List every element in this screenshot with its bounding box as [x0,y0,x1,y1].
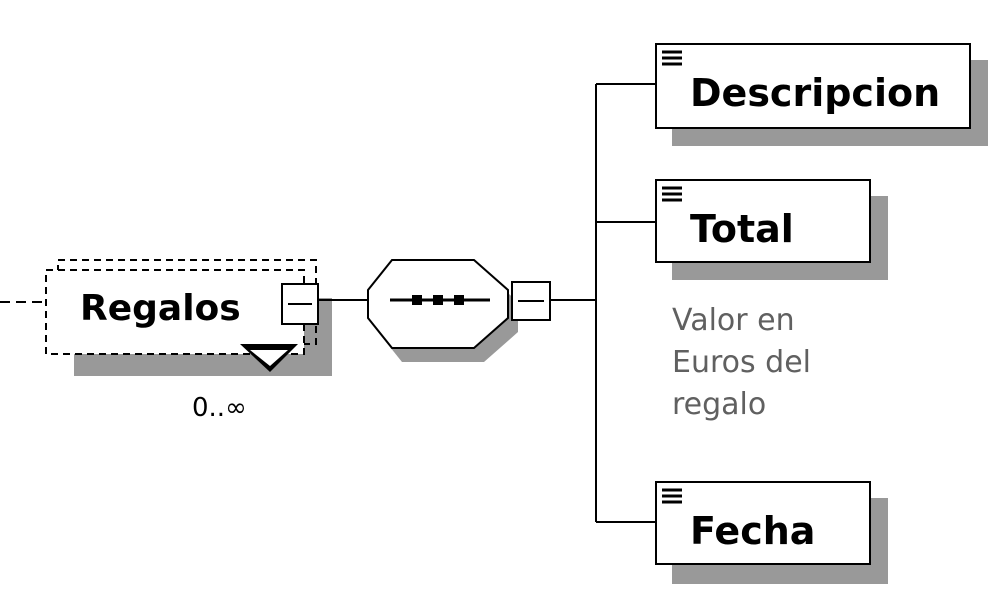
annotation-line: Euros del [672,345,811,380]
element-name: Fecha [690,509,815,553]
element-descripcion[interactable]: Descripcion [655,43,988,146]
tree-connectors [550,83,656,523]
text-content-icon [662,50,682,66]
element-box [655,481,871,565]
annotation-line: regalo [672,387,766,422]
occurrence-label: 0..∞ [192,393,247,423]
sequence-compositor[interactable] [367,259,551,362]
text-content-icon [662,488,682,504]
text-content-icon [662,186,682,202]
element-name: Regalos [80,288,241,329]
collapse-toggle-icon[interactable] [281,283,319,325]
element-fecha[interactable]: Fecha [655,481,888,584]
element-name: Descripcion [690,71,940,115]
annotation-line: Valor en [672,303,795,338]
sequence-icon [390,295,490,305]
element-name: Total [690,207,794,251]
element-total[interactable]: Total [655,179,888,280]
element-box [655,179,871,263]
compositor-collapse-toggle-icon[interactable] [511,281,551,321]
annotation-total: Valor en Euros del regalo [672,303,811,422]
element-box [655,43,971,129]
element-regalos[interactable]: Regalos 0..∞ [45,259,332,423]
element-box [45,269,305,355]
